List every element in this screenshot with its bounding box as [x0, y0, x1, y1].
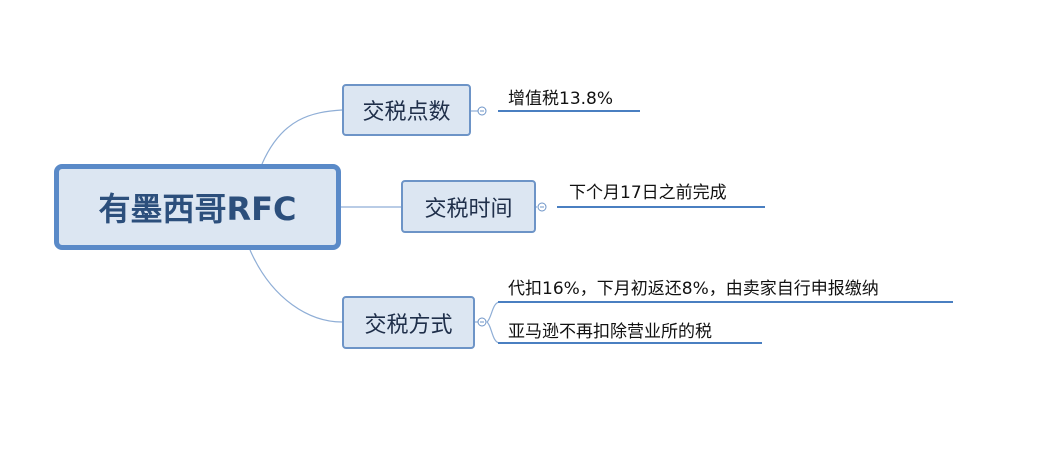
link-b3-l3	[486, 301, 501, 323]
root-topic[interactable]: 有墨西哥RFC	[54, 164, 341, 250]
branch-topic-tax-time[interactable]: 交税时间	[401, 180, 536, 233]
branch-topic-tax-rate[interactable]: 交税点数	[342, 84, 471, 136]
link-root-b3	[249, 249, 343, 323]
leaf-topic-deadline[interactable]: 下个月17日之前完成	[569, 183, 727, 203]
leaf-topic-vat[interactable]: 增值税13.8%	[508, 89, 614, 109]
link-root-b1	[261, 109, 343, 165]
link-b3-l4	[486, 321, 501, 344]
branch-topic-tax-method[interactable]: 交税方式	[342, 296, 475, 349]
leaf-topic-amazon-no-deduction[interactable]: 亚马逊不再扣除营业所的税	[508, 322, 712, 342]
leaf-topic-withholding[interactable]: 代扣16%，下月初返还8%，由卖家自行申报缴纳	[508, 279, 879, 299]
